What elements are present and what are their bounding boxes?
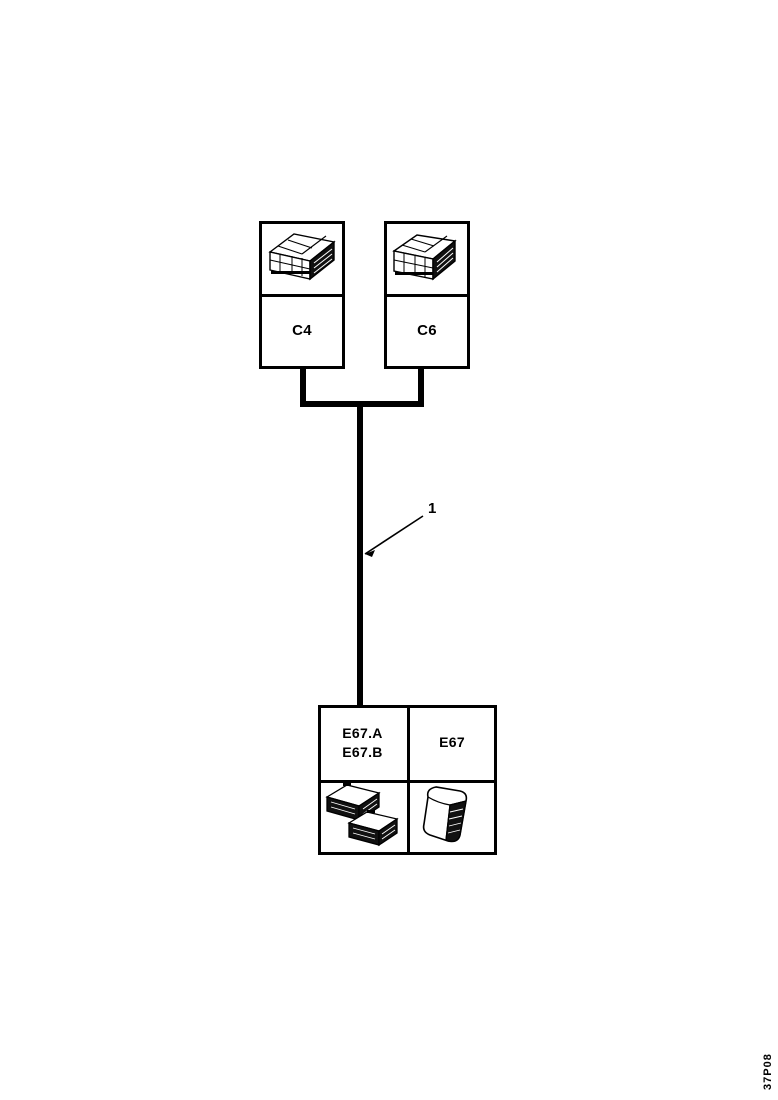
connector-label-c4: C4 — [292, 321, 312, 339]
unit-c6-divider — [387, 294, 467, 297]
connector-label-cell-c4: C4 — [262, 296, 342, 366]
wire-drop-left — [300, 369, 306, 407]
wire-bus-horizontal — [300, 401, 424, 407]
multi-pin-connector-icon — [392, 233, 457, 280]
callout-1-leader-line — [364, 515, 424, 557]
unit-c4-divider — [262, 294, 342, 297]
connector-label-e67: E67 — [439, 734, 465, 751]
wire-drop-right — [418, 369, 424, 407]
connector-illustration-c6 — [387, 224, 467, 291]
e67-group-divider-v — [407, 708, 410, 852]
capped-connector-icon — [422, 786, 468, 843]
connector-label-cell-e67: E67 — [410, 708, 494, 777]
callout-1-label: 1 — [428, 500, 437, 517]
connector-illustration-e67 — [410, 780, 494, 852]
connector-illustration-c4 — [262, 224, 342, 291]
multi-pin-connector-icon — [268, 232, 336, 280]
connector-label-cell-c6: C6 — [387, 296, 467, 366]
wire-trunk-main — [357, 405, 363, 707]
connector-illustration-e67-ab — [321, 780, 404, 852]
connector-label-c6: C6 — [417, 321, 437, 339]
connector-label-e67-b: E67.B — [342, 743, 383, 760]
dual-connector-pair-icon — [324, 783, 399, 847]
connector-label-e67-a: E67.A — [342, 724, 383, 741]
sheet-watermark: 37P08 — [762, 1053, 774, 1090]
connector-unit-e67-group[interactable] — [318, 705, 497, 855]
connector-label-cell-e67-ab: E67.A E67.B — [321, 708, 404, 777]
